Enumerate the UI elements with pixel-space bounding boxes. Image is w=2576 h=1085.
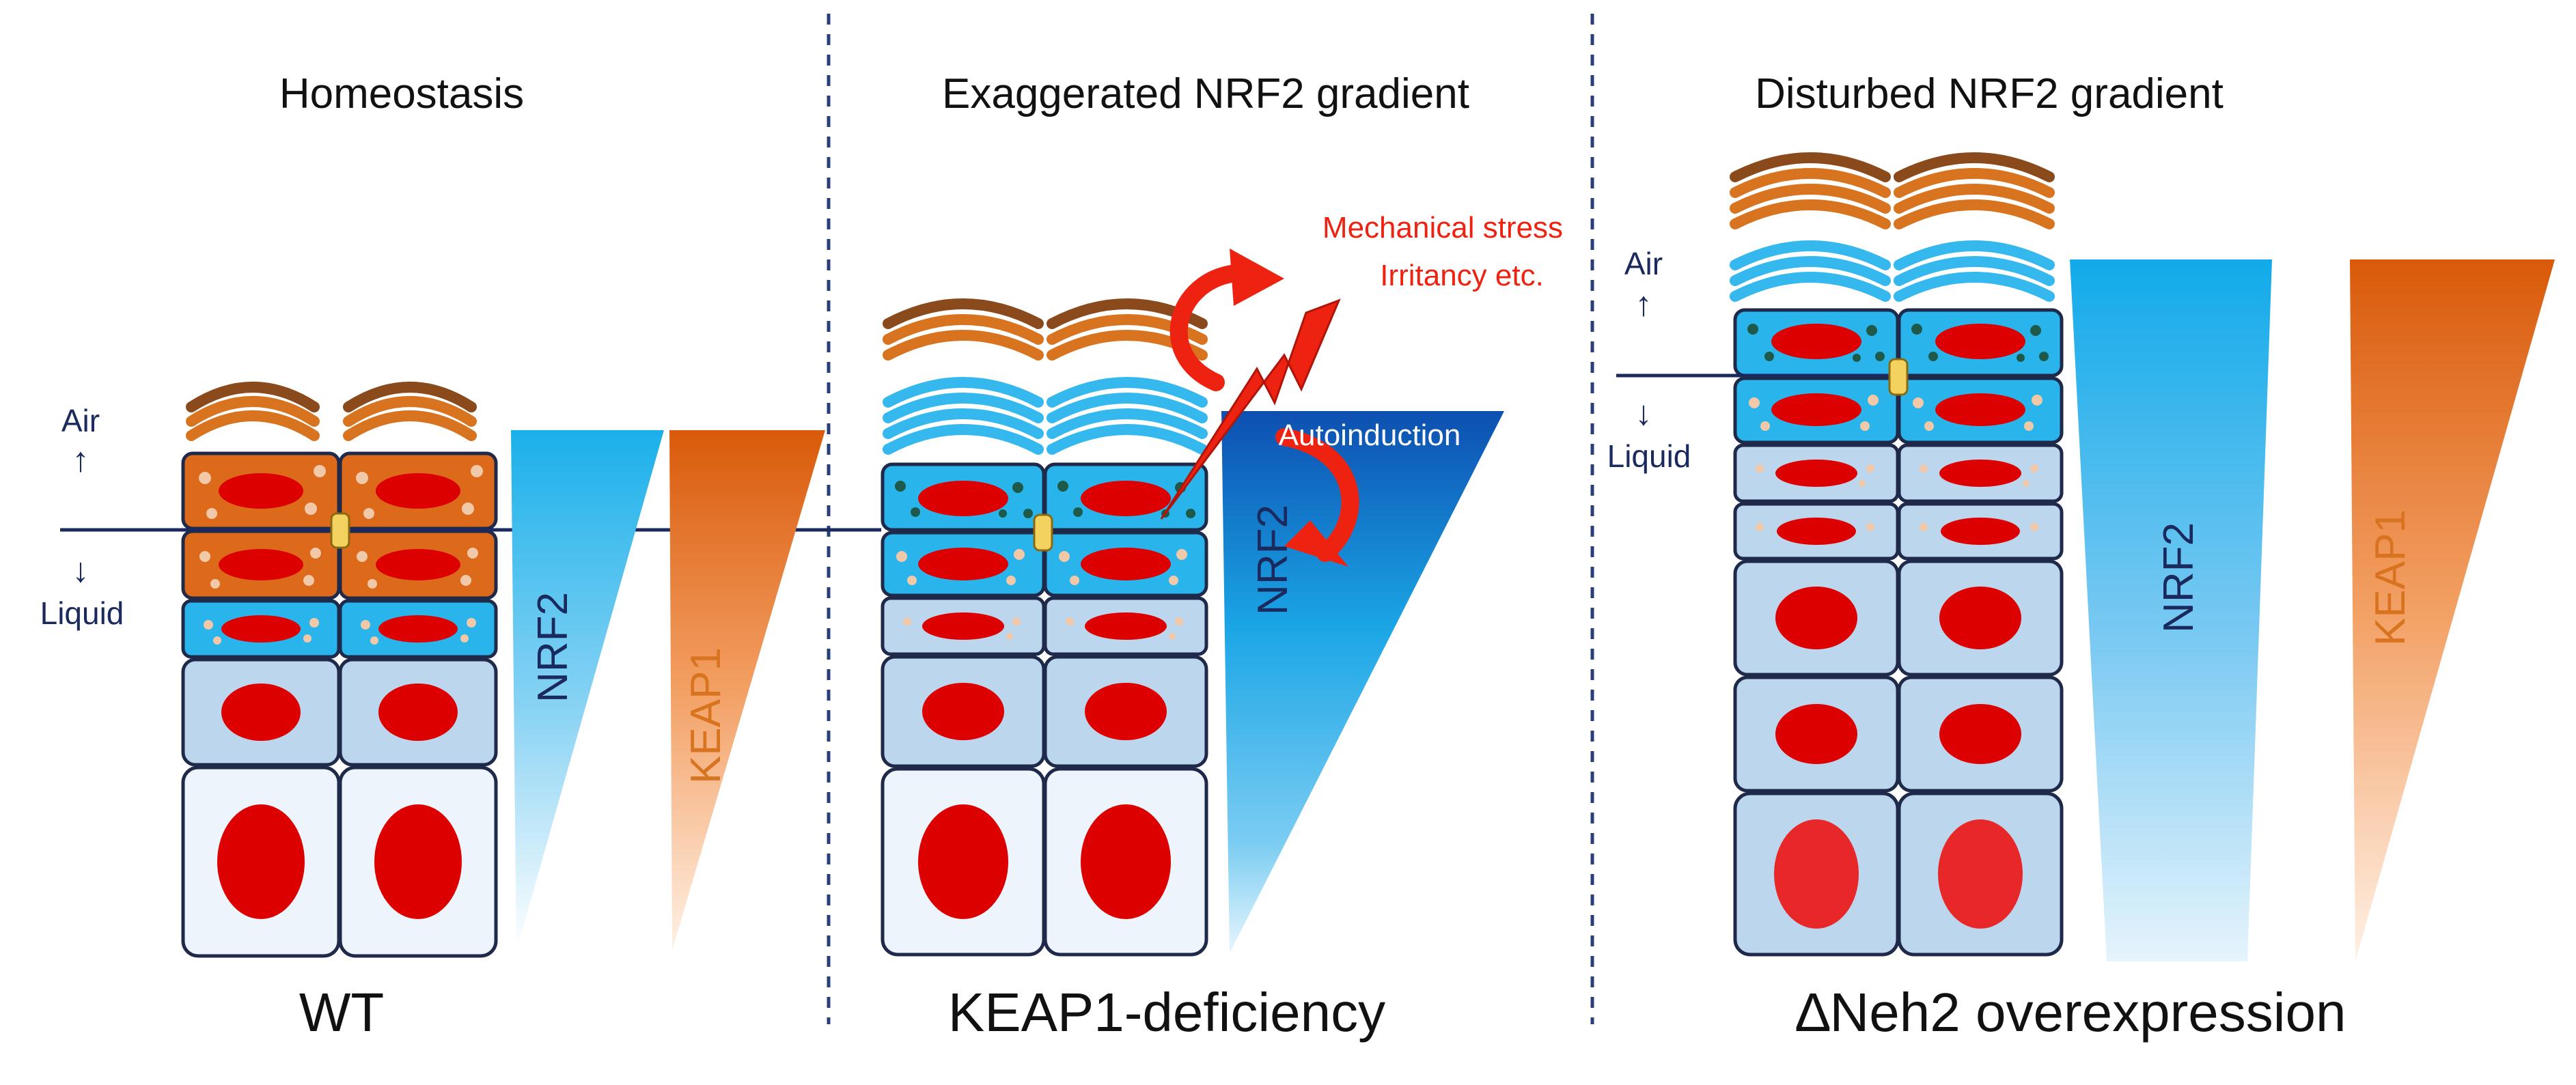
- panel-1-footer: WT: [299, 982, 384, 1043]
- tight-junction-dneh2: [1888, 358, 1909, 396]
- air-arrow-3: ↑: [1635, 285, 1652, 323]
- lightning-bolt-icon: [1160, 298, 1341, 520]
- panel-2-cilia: [883, 298, 1208, 455]
- panel-2-footer: KEAP1-deficiency: [948, 982, 1385, 1043]
- keap1-label-dneh2: KEAP1: [2367, 509, 2414, 646]
- keap1-gradient-dneh2: [2350, 259, 2555, 961]
- nrf2-gradient-keap1: [1221, 411, 1504, 953]
- panel-3-header: Disturbed NRF2 gradient: [1755, 70, 2224, 117]
- panel-1-epithelium: [181, 382, 498, 958]
- nrf2-gradient-dneh2: [2070, 259, 2272, 961]
- liquid-arrow-1: ↓: [72, 551, 89, 589]
- panel-1-header: Homeostasis: [279, 70, 524, 117]
- nrf2-label-wt: NRF2: [529, 592, 577, 703]
- air-label-3: Air: [1624, 246, 1663, 281]
- liquid-label-3: Liquid: [1607, 438, 1691, 474]
- panel-2-header: Exaggerated NRF2 gradient: [942, 70, 1469, 117]
- panel-1-cilia: [186, 382, 477, 441]
- air-arrow-1: ↑: [72, 440, 89, 479]
- panel-2-epithelium: [881, 298, 1208, 957]
- keap1-label-wt: KEAP1: [682, 647, 730, 784]
- tight-junction-wt: [330, 512, 350, 549]
- panel-3-footer: ∆Neh2 overexpression: [1797, 982, 2346, 1043]
- panel-3-cilia: [1730, 152, 2055, 302]
- keap1-gradient-wt: [669, 430, 825, 950]
- stress-label-line1: Mechanical stress: [1322, 211, 1563, 244]
- panel-3-epithelium: [1730, 152, 2064, 957]
- nrf2-label-dneh2: NRF2: [2155, 522, 2202, 633]
- stress-label-line2: Irritancy etc.: [1380, 259, 1544, 292]
- liquid-arrow-3: ↓: [1635, 394, 1652, 432]
- autoinduction-loop-arrow: [1169, 249, 1359, 567]
- tight-junction-keap1: [1033, 513, 1053, 552]
- nrf2-gradient-wt: [511, 430, 664, 950]
- air-label-1: Air: [61, 403, 100, 438]
- nrf2-label-keap1: NRF2: [1249, 505, 1297, 615]
- autoinduction-label: Autoinduction: [1279, 419, 1461, 452]
- liquid-label-1: Liquid: [40, 595, 124, 631]
